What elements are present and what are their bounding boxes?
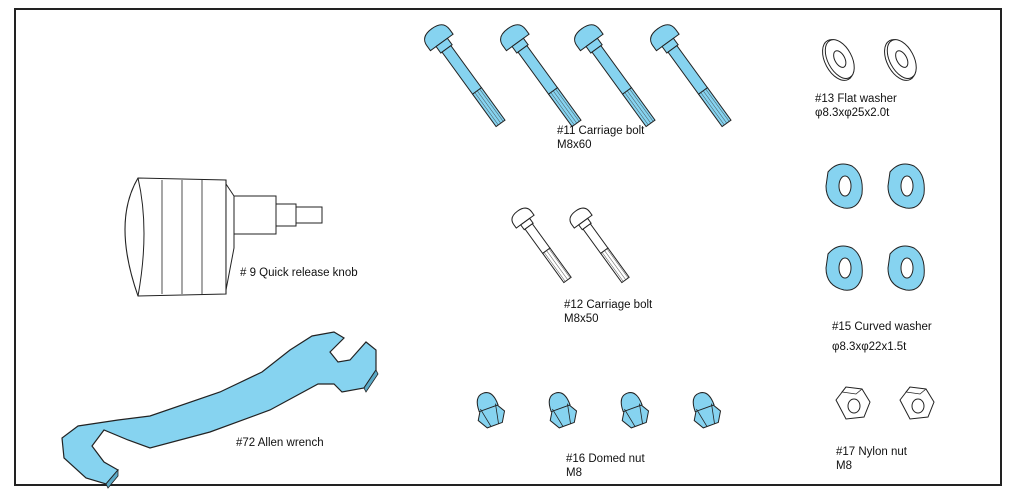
carriage-bolt-50 bbox=[509, 205, 577, 287]
nylon-nut-drawings bbox=[836, 387, 934, 419]
quick-release-knob-label: # 9 Quick release knob bbox=[240, 266, 358, 280]
curved-washer-size: φ8.3xφ22x1.5t bbox=[832, 340, 906, 354]
flat-washer-label: #13 Flat washer bbox=[815, 92, 897, 106]
carriage-bolt-50-label: #12 Carriage bolt bbox=[564, 298, 652, 312]
nylon-nut-size: M8 bbox=[836, 459, 852, 473]
carriage-bolt-50 bbox=[567, 205, 635, 287]
flat-washer-drawings bbox=[816, 34, 922, 86]
carriage-bolt-60 bbox=[496, 20, 587, 131]
carriage-bolt-60 bbox=[646, 20, 737, 131]
allen-wrench-drawing bbox=[62, 332, 378, 488]
carriage-bolt-60 bbox=[420, 20, 511, 131]
nylon-nut bbox=[836, 387, 870, 419]
carriage-bolt-50-drawings bbox=[509, 205, 635, 287]
flat-washer bbox=[878, 34, 922, 86]
domed-nut-label: #16 Domed nut bbox=[566, 452, 645, 466]
allen-wrench-label: #72 Allen wrench bbox=[236, 436, 324, 450]
carriage-bolt-60-label: #11 Carriage bolt bbox=[557, 124, 644, 138]
flat-washer bbox=[816, 34, 860, 86]
carriage-bolt-50-size: M8x50 bbox=[564, 312, 599, 326]
carriage-bolt-60 bbox=[570, 20, 661, 131]
domed-nut-drawings bbox=[470, 388, 724, 430]
curved-washer bbox=[888, 164, 924, 208]
carriage-bolt-60-size: M8x60 bbox=[557, 138, 592, 152]
domed-nut-size: M8 bbox=[566, 466, 582, 480]
domed-nut bbox=[686, 388, 724, 430]
domed-nut bbox=[542, 388, 580, 430]
domed-nut bbox=[614, 388, 652, 430]
curved-washer bbox=[826, 246, 862, 290]
curved-washer bbox=[826, 164, 862, 208]
nylon-nut bbox=[900, 387, 934, 419]
curved-washer bbox=[888, 246, 924, 290]
nylon-nut-label: #17 Nylon nut bbox=[836, 445, 907, 459]
domed-nut bbox=[470, 388, 508, 430]
curved-washer-label: #15 Curved washer bbox=[832, 320, 932, 334]
flat-washer-size: φ8.3xφ25x2.0t bbox=[815, 106, 889, 120]
carriage-bolt-60-drawings bbox=[420, 20, 737, 131]
curved-washer-drawings bbox=[826, 164, 924, 290]
